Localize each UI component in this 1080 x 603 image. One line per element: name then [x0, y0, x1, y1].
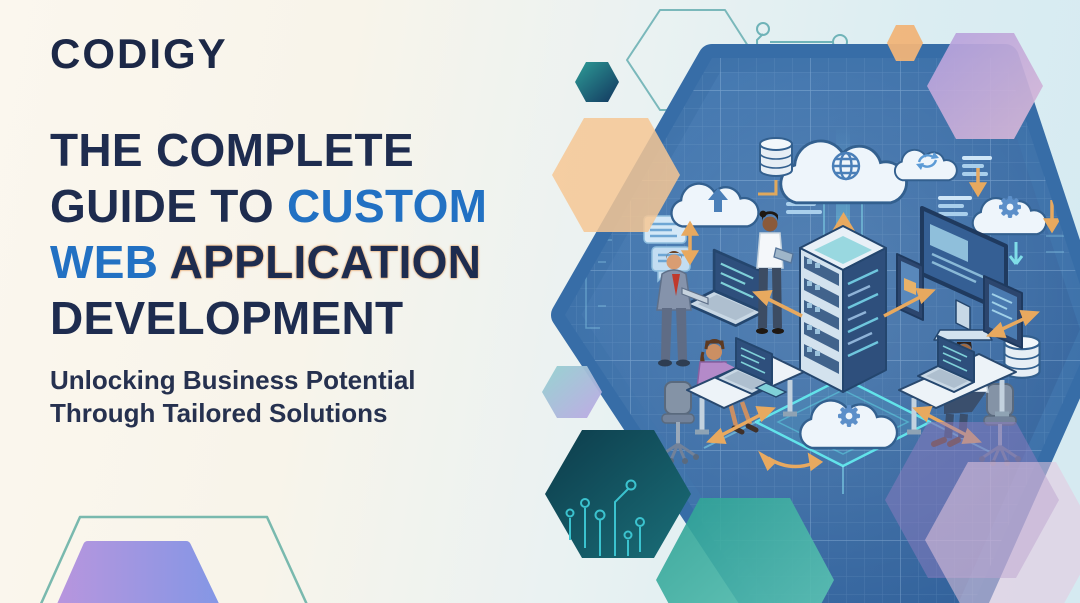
- workstation-left: [655, 337, 804, 466]
- hexagon-orange-small: [887, 25, 923, 61]
- orange-arrows: [680, 168, 1062, 472]
- brand-logo: CODIGY: [50, 30, 228, 77]
- headline-line4: DEVELOPMENT: [50, 292, 404, 345]
- upload-arrow-icon: [708, 188, 728, 212]
- cloud-globe: [779, 139, 908, 205]
- hexagon-circuit-dark: [545, 430, 691, 558]
- hexagon-lavender: [927, 33, 1043, 139]
- outline-hexagon-bottomleft: [39, 515, 308, 603]
- tablet-on-desk: [754, 382, 788, 398]
- globe-icon: [831, 151, 861, 181]
- man-standing: [656, 251, 709, 367]
- gear-icon: [838, 405, 860, 427]
- woman-standing: [756, 210, 794, 334]
- subtitle-line2: Through Tailored Solutions: [50, 397, 388, 428]
- page-title: THE COMPLETE GUIDE TO CUSTOM WEB APPLICA…: [50, 122, 570, 346]
- hexagon-gradient-bottomleft: [57, 541, 219, 603]
- arrow-down-cyan: [1008, 242, 1024, 265]
- subtitle: Unlocking Business Potential Through Tai…: [50, 364, 570, 429]
- database-cylinder-top: [759, 137, 793, 177]
- subtitle-line1: Unlocking Business Potential: [50, 365, 416, 396]
- headline-line3-plain: APPLICATION: [158, 236, 482, 289]
- headline-line2-accent: CUSTOM: [287, 180, 488, 233]
- hexagon-teal-small: [575, 62, 619, 102]
- cloud-sync: [893, 148, 958, 182]
- hexagon-pink-bottomright: [925, 462, 1080, 603]
- headline-line2-plain: GUIDE TO: [50, 180, 287, 233]
- gear-icon: [999, 196, 1021, 218]
- hexagon-peach: [552, 118, 680, 232]
- cloud-gear-right: [971, 196, 1048, 265]
- server-rack: [799, 225, 887, 393]
- circuit-board-icon: [565, 479, 645, 556]
- smartphone-device: [896, 253, 924, 321]
- cloud-upload: [670, 182, 760, 228]
- text-lines-mid: [938, 196, 972, 216]
- text-lines-right: [962, 156, 992, 176]
- hero-text-block: CODIGY THE COMPLETE GUIDE TO CUSTOM WEB …: [50, 30, 570, 429]
- headline-line3-accent: WEB: [50, 236, 159, 289]
- headline-line1: THE COMPLETE: [50, 124, 414, 176]
- sync-icon: [916, 152, 939, 170]
- db-connector: [758, 180, 778, 196]
- hexagon-teal-lavender-small: [542, 366, 602, 418]
- hexagon-teal-bottom: [656, 498, 834, 603]
